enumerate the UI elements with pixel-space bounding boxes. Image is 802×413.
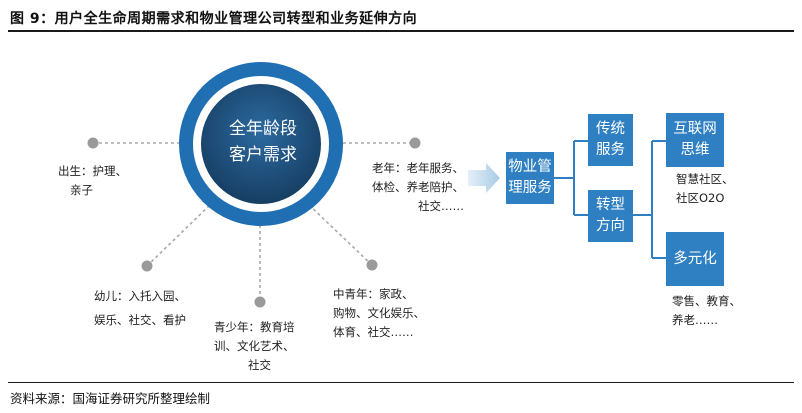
diverse-desc-2: 养老…… [672, 313, 718, 327]
core-line-1: 全年龄段 [229, 119, 297, 139]
internet-thinking-box: 互联网 思维 [666, 113, 724, 167]
bottom-rule [8, 382, 794, 383]
stage-birth-line-1: 出生：护理、 [58, 164, 127, 178]
transform-line-1: 转型 [596, 197, 625, 213]
stage-elder-line-1: 老年：老年服务、 [372, 161, 464, 175]
stage-elder-line-2: 体检、养老陪护、 [372, 180, 464, 194]
stage-middle-line-2: 购物、文化娱乐、 [333, 306, 425, 320]
core-ring-gap [194, 77, 328, 211]
internet-desc-2: 社区O2O [676, 191, 725, 205]
flow-arrow [468, 163, 500, 193]
stage-birth-line-2: 亲子 [70, 183, 93, 197]
traditional-service-box: 传统 服务 [588, 114, 633, 166]
diversification-examples: 零售、教育、 养老…… [672, 292, 741, 330]
stage-birth: 出生：护理、 亲子 [58, 162, 127, 200]
stage-elder-line-3: 社交…… [418, 199, 464, 213]
dot-middle [366, 259, 378, 271]
internet-line-2: 思维 [680, 142, 710, 158]
stage-middle-line-1: 中青年：家政、 [333, 287, 414, 301]
stage-child-line-2: 娱乐、社交、看护 [94, 313, 186, 327]
spoke-child [146, 202, 213, 267]
spoke-middle [307, 203, 373, 266]
transform-direction-box: 转型 方向 [588, 190, 633, 242]
dot-child [141, 260, 153, 272]
core-disc [201, 84, 321, 204]
traditional-line-2: 服务 [596, 142, 625, 158]
traditional-line-1: 传统 [596, 121, 625, 137]
dot-birth [87, 137, 99, 149]
top-rule [8, 30, 794, 32]
diversification-box: 多元化 [666, 232, 724, 286]
core-line-2: 客户需求 [229, 145, 297, 165]
stage-teen-line-2: 训、文化艺术、 [214, 339, 295, 353]
internet-examples: 智慧社区、 社区O2O [676, 170, 734, 208]
stage-teen: 青少年：教育培 训、文化艺术、 社交 [214, 318, 295, 375]
dot-elder [409, 137, 421, 149]
internet-desc-1: 智慧社区、 [676, 172, 734, 186]
diverse-label: 多元化 [673, 250, 717, 267]
pm-line-1: 物业管 [508, 159, 552, 175]
stage-middle: 中青年：家政、 购物、文化娱乐、 体育、社交…… [333, 285, 425, 342]
transform-line-2: 方向 [596, 218, 625, 234]
stage-middle-line-3: 体育、社交…… [333, 325, 414, 339]
core-needs-label: 全年龄段 客户需求 [200, 100, 326, 184]
stage-child: 幼儿：入托入园、 娱乐、社交、看护 [94, 284, 186, 332]
stage-child-line-1: 幼儿：入托入园、 [94, 289, 186, 303]
stage-elder: 老年：老年服务、 体检、养老陪护、 社交…… [362, 159, 464, 216]
diverse-desc-1: 零售、教育、 [672, 294, 741, 308]
stage-teen-line-3: 社交 [248, 358, 271, 372]
property-management-box: 物业管 理服务 [506, 152, 554, 204]
figure-title: 图 9：用户全生命周期需求和物业管理公司转型和业务延伸方向 [10, 11, 418, 27]
dot-teen [254, 296, 266, 308]
pm-line-2: 理服务 [508, 180, 552, 196]
internet-line-1: 互联网 [673, 121, 717, 137]
stage-teen-line-1: 青少年：教育培 [214, 320, 295, 334]
source-note: 资料来源：国海证券研究所整理绘制 [10, 391, 211, 406]
